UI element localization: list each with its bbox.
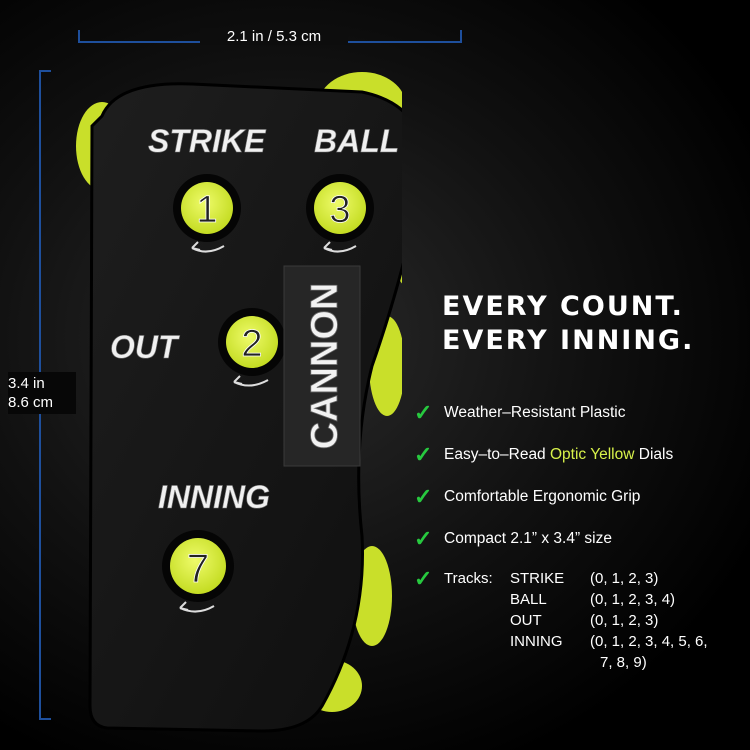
height-label-cm: 8.6 cm [8,394,54,411]
ball-dial-number: 3 [329,189,350,231]
out-label: OUT [110,329,180,365]
tracks-row: STRIKE(0, 1, 2, 3) [510,570,659,587]
inning-label: INNING [158,479,270,515]
strike-label: STRIKE [148,123,267,159]
ball-label: BALL [314,123,399,159]
brand-plate: CANNON [283,265,361,467]
feature-text: Easy–to–Read Optic Yellow Dials [444,446,674,463]
umpire-indicator: STRIKE BALL OUT INNING 1 3 2 7 [62,66,427,736]
height-label-inches: 3.4 in [8,375,45,392]
out-dial[interactable]: 2 [218,308,286,376]
feature-text: Weather–Resistant Plastic [444,404,626,421]
headline: EVERY COUNT. EVERY INNING. [442,290,742,358]
inning-dial-number: 7 [187,547,209,591]
width-dimension-label: 2.1 in / 5.3 cm [200,28,348,45]
check-icon: ✓ [414,442,433,467]
ball-dial[interactable]: 3 [306,174,374,242]
check-icon: ✓ [414,566,433,591]
tracks-row: BALL(0, 1, 2, 3, 4) [510,591,676,608]
tracks-row: OUT(0, 1, 2, 3) [510,612,659,629]
brand-name: CANNON [304,283,346,450]
strike-dial-number: 1 [196,189,217,231]
check-icon: ✓ [414,526,433,551]
tracks-row: INNING(0, 1, 2, 3, 4, 5, 6, [510,633,708,650]
out-dial-number: 2 [241,323,262,365]
rotation-arrow-icons [179,241,357,613]
headline-line-2: EVERY INNING. [442,325,695,356]
check-icon: ✓ [414,484,433,509]
feature-item: ✓ Easy–to–Read Optic Yellow Dials [414,442,744,486]
height-dimension-label: 3.4 in 8.6 cm [8,372,76,414]
feature-item: ✓ Comfortable Ergonomic Grip [414,484,744,528]
strike-dial[interactable]: 1 [173,174,241,242]
feature-item: ✓ Compact 2.1” x 3.4” size [414,526,744,570]
highlight-text: Optic Yellow [550,446,635,463]
headline-line-1: EVERY COUNT. [442,291,684,322]
tracks-row-continued: 7, 8, 9) [600,654,647,671]
check-icon: ✓ [414,400,433,425]
feature-item: ✓ Weather–Resistant Plastic [414,400,744,444]
tracks-label: Tracks: [444,570,493,587]
inning-dial[interactable]: 7 [162,530,234,602]
feature-text: Compact 2.1” x 3.4” size [444,530,612,547]
feature-text: Comfortable Ergonomic Grip [444,488,641,505]
feature-list: ✓ Weather–Resistant Plastic ✓ Easy–to–Re… [414,400,744,671]
